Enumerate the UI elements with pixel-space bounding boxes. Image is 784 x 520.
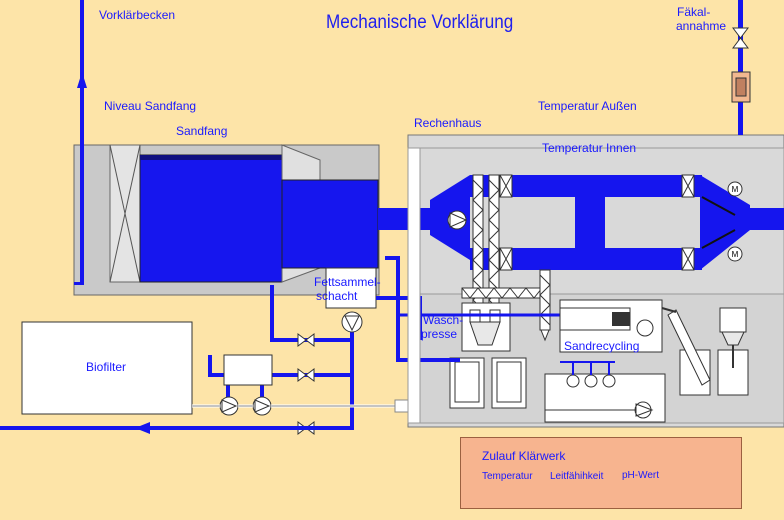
label-waschpresse-1: Wasch- xyxy=(423,313,464,327)
rechen-upper-channel xyxy=(470,175,702,197)
valve-middle[interactable] xyxy=(297,368,315,382)
label-sandrecycling: Sandrecycling xyxy=(564,339,640,353)
label-fettsammel-1: Fettsammel- xyxy=(314,275,381,289)
zulauf-title: Zulauf Klärwerk xyxy=(482,449,566,463)
label-temperatur-innen[interactable]: Temperatur Innen xyxy=(542,141,637,155)
motor-upper-label: M xyxy=(732,185,739,194)
biofilter-box[interactable] xyxy=(21,321,193,415)
label-faekal-1: Fäkal- xyxy=(677,5,711,19)
zulauf-leitfaehigkeit[interactable]: Leitfähihkeit xyxy=(550,471,604,482)
container-lifter[interactable] xyxy=(661,307,747,386)
label-vorklaerbecken: Vorklärbecken xyxy=(99,8,176,22)
page-title: Mechanische Vorklärung xyxy=(326,12,514,33)
zulauf-panel: Zulauf Klärwerk Temperatur Leitfähihkeit… xyxy=(460,437,742,509)
label-biofilter: Biofilter xyxy=(86,360,127,374)
label-sandfang: Sandfang xyxy=(176,124,228,138)
flow-meter-faekal[interactable] xyxy=(731,71,751,103)
label-faekal-2: annahme xyxy=(676,19,727,33)
sandfang-outlet xyxy=(281,179,379,269)
sandfang-basin[interactable] xyxy=(139,154,283,283)
biofilter-fans[interactable] xyxy=(219,396,272,416)
label-niveau-sandfang[interactable]: Niveau Sandfang xyxy=(104,99,197,113)
label-fettsammel-2: schacht xyxy=(316,289,358,303)
motor-upper[interactable]: M xyxy=(727,181,743,197)
label-temperatur-aussen[interactable]: Temperatur Außen xyxy=(538,99,637,113)
waschpresse-unit[interactable] xyxy=(400,302,560,352)
motor-lower[interactable]: M xyxy=(727,246,743,262)
pipe-faekalannahme xyxy=(738,0,743,135)
fett-pump[interactable] xyxy=(341,311,363,333)
screw-conveyor[interactable] xyxy=(461,269,551,342)
motor-lower-label: M xyxy=(732,250,739,259)
flow-arrow-left xyxy=(135,422,150,434)
zulauf-temperatur[interactable]: Temperatur xyxy=(482,471,533,482)
fettsammelschacht-box[interactable] xyxy=(325,267,377,309)
valve-faekal[interactable] xyxy=(732,27,749,49)
inlet-pump[interactable] xyxy=(447,210,468,230)
zulauf-ph[interactable]: pH-Wert xyxy=(622,470,660,481)
valve-upper[interactable] xyxy=(297,333,315,347)
pipe-vorklaerbecken xyxy=(80,0,84,285)
biofilter-fan-unit[interactable] xyxy=(223,354,273,386)
label-waschpresse-2: presse xyxy=(421,327,458,341)
rechen-screens[interactable] xyxy=(472,174,695,316)
flow-arrow-up xyxy=(77,72,87,88)
label-rechenhaus: Rechenhaus xyxy=(414,116,482,130)
rechen-lower-channel xyxy=(470,248,702,270)
sandrecycling-pumps[interactable] xyxy=(544,361,666,423)
sandrecycling-unit[interactable] xyxy=(559,299,663,353)
pipe-outflow xyxy=(0,426,352,430)
